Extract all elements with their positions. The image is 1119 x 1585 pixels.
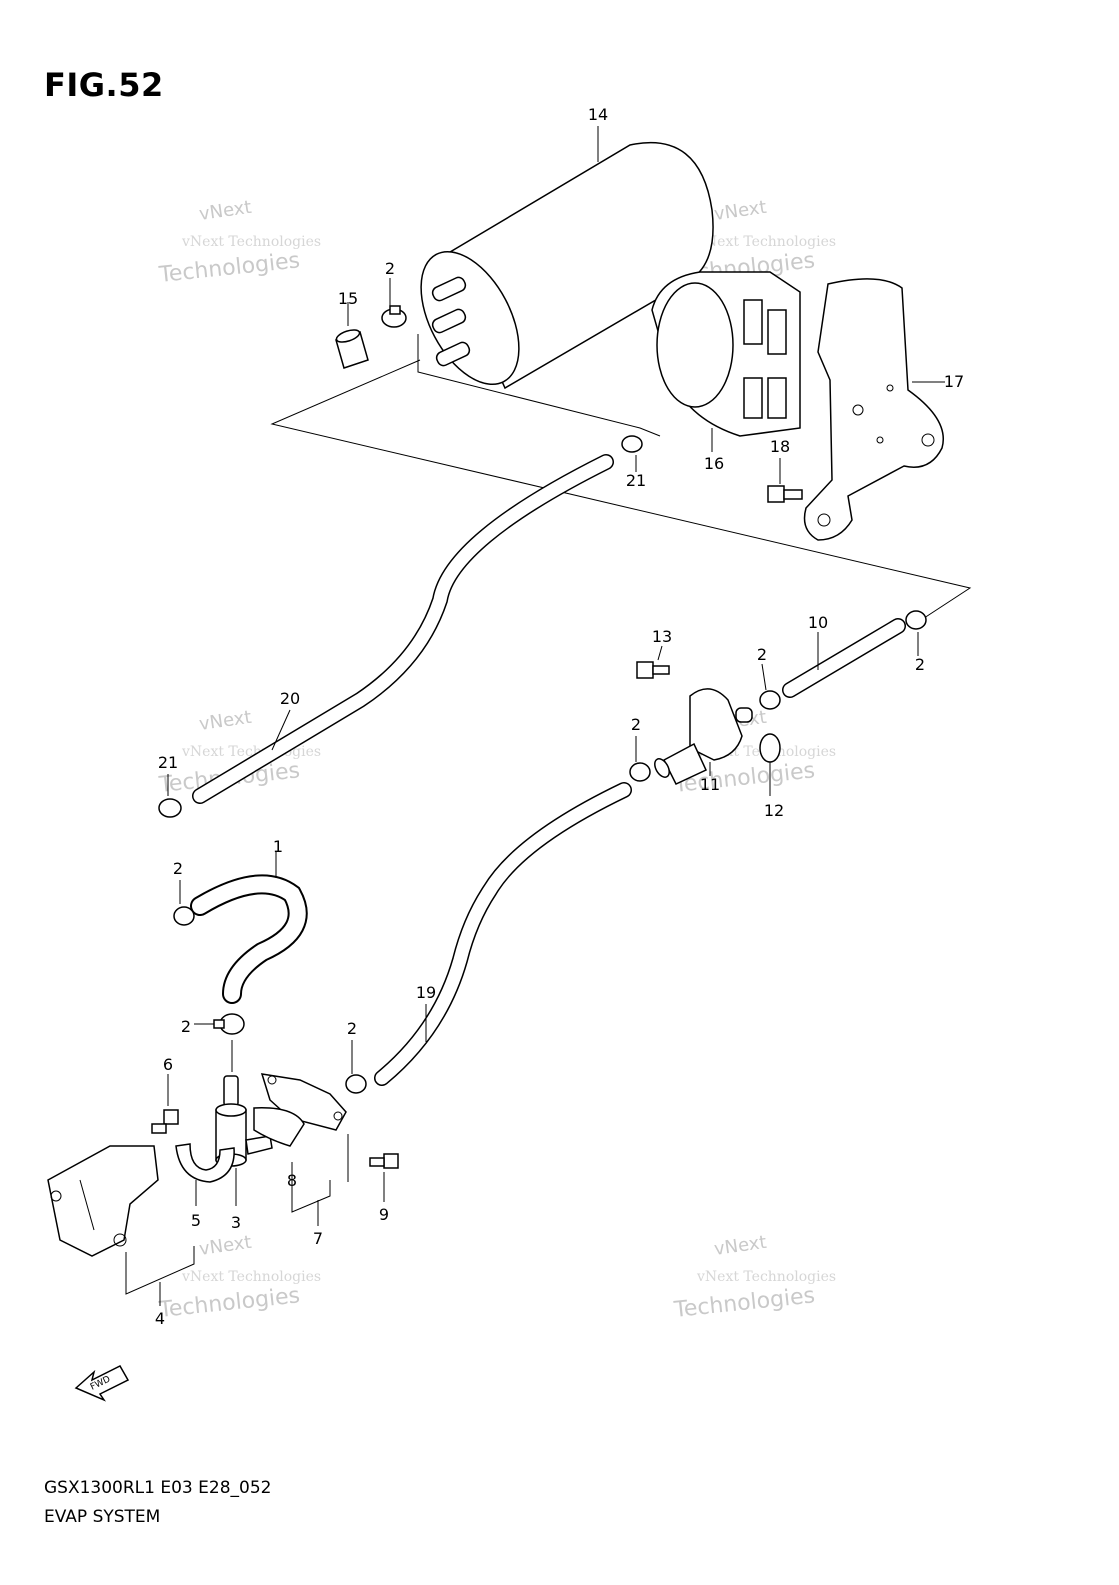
clamp-part-2[interactable]: [213, 1013, 245, 1035]
watermark-bottom-left: vNext vNext Technologies Technologies: [157, 1232, 321, 1323]
watermark-mid-left: vNext vNext Technologies Technologies: [157, 707, 321, 798]
watermark-text: vNext: [198, 197, 253, 225]
callout-label: 2: [181, 1017, 191, 1036]
watermark-text: vNext Technologies: [181, 234, 321, 250]
screw-part-13[interactable]: [636, 661, 670, 679]
callout-label: 2: [385, 259, 395, 278]
watermark-bottom-right: vNext vNext Technologies Technologies: [672, 1232, 836, 1323]
callout-label: 18: [770, 437, 790, 456]
callout-label: 20: [280, 689, 300, 708]
callout-label: 21: [626, 471, 646, 490]
clamp-part-2[interactable]: [345, 1074, 367, 1094]
watermark-text: vNext: [713, 197, 768, 225]
bolt-part-9[interactable]: [369, 1153, 399, 1169]
clamp-part-2[interactable]: [759, 690, 781, 710]
clamp-plate-part-8[interactable]: [253, 1073, 347, 1147]
clamp-band-part-5[interactable]: [175, 1143, 235, 1183]
watermark-text: vNext Technologies: [181, 1269, 321, 1285]
callout-label: 1: [273, 837, 283, 856]
clamp-part-2[interactable]: [905, 610, 927, 630]
callout-label: 3: [231, 1213, 241, 1232]
hose-part-19[interactable]: [374, 782, 632, 1086]
callout-label: 2: [757, 645, 767, 664]
figure-title: FIG.52: [44, 66, 164, 104]
callout-label: 21: [158, 753, 178, 772]
watermark-text: vNext: [198, 1232, 253, 1260]
watermark-text: Technologies: [157, 1283, 301, 1323]
canister-part-14[interactable]: [401, 141, 714, 401]
callout-label: 2: [347, 1019, 357, 1038]
watermark-text: Technologies: [157, 248, 301, 288]
callout-label: 5: [191, 1211, 201, 1230]
callout-label: 6: [163, 1055, 173, 1074]
callout-label: 16: [704, 454, 724, 473]
callout-label: 2: [173, 859, 183, 878]
hose-part-1[interactable]: [190, 874, 308, 1004]
clamp-part-2[interactable]: [173, 906, 195, 926]
callout-label: 19: [416, 983, 436, 1002]
callout-label: 8: [287, 1171, 297, 1190]
holder-part-16[interactable]: [651, 271, 801, 437]
watermark-text: Technologies: [672, 1283, 816, 1323]
callout-label: 7: [313, 1229, 323, 1248]
bolt-part-18[interactable]: [767, 485, 803, 503]
cap-part-15[interactable]: [335, 328, 369, 369]
callout-label: 10: [808, 613, 828, 632]
clamp-part-2[interactable]: [629, 762, 651, 782]
watermark-top-left: vNext vNext Technologies Technologies: [157, 197, 321, 288]
callout-label: 11: [700, 775, 720, 794]
bracket-part-4[interactable]: [47, 1145, 159, 1257]
group-bracket-line: [417, 334, 661, 437]
valve-part-11[interactable]: [652, 688, 753, 785]
watermark-text: vNext Technologies: [696, 1269, 836, 1285]
group-bracket-line: [270, 359, 972, 623]
callout-label: 15: [338, 289, 358, 308]
watermark-text: vNext Technologies: [696, 234, 836, 250]
watermark-text: vNext: [713, 1232, 768, 1260]
callout-label: 9: [379, 1205, 389, 1224]
clamp-part-2[interactable]: [381, 305, 407, 328]
hose-part-10[interactable]: [782, 618, 906, 698]
gasket-part-12[interactable]: [759, 733, 781, 763]
clamp-part-21[interactable]: [621, 435, 643, 453]
bracket-part-17[interactable]: [803, 278, 946, 541]
clamp-part-21[interactable]: [158, 798, 182, 818]
callout-label: 2: [915, 655, 925, 674]
bolt-part-6[interactable]: [151, 1109, 179, 1134]
watermark-text: vNext: [198, 707, 253, 735]
callout-label: 14: [588, 105, 608, 124]
callout-label: 13: [652, 627, 672, 646]
callout-label: 2: [631, 715, 641, 734]
callout-label: 4: [155, 1309, 165, 1328]
section-name: EVAP SYSTEM: [44, 1507, 161, 1527]
callout-label: 17: [944, 372, 964, 391]
group-bracket-line: [125, 1246, 195, 1295]
callout-label: 12: [764, 801, 784, 820]
forward-arrow-icon: FWD: [74, 1365, 130, 1402]
model-code: GSX1300RL1 E03 E28_052: [44, 1478, 272, 1498]
hose-part-20[interactable]: [192, 454, 614, 804]
